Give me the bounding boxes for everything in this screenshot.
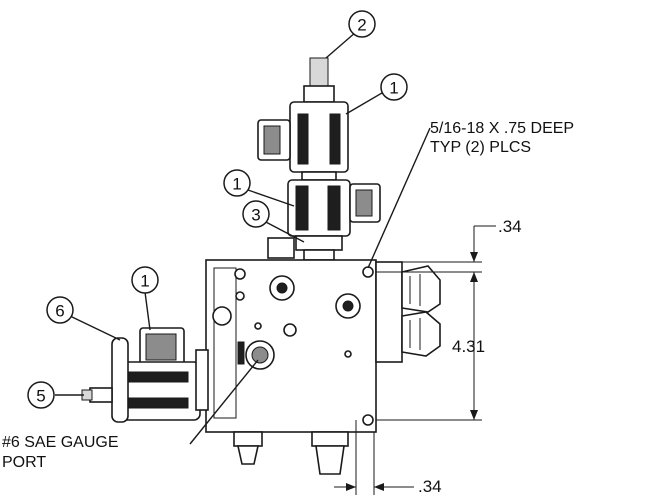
- dim-top-offset: .34: [498, 217, 522, 236]
- bottom-fitting-left-tip: [237, 445, 259, 465]
- dim-height-arrow-bottom: [470, 410, 478, 420]
- right-fitting-lower: [401, 311, 441, 357]
- callout-6: 6: [46, 296, 74, 324]
- left-solenoid-connector-inner: [145, 333, 177, 361]
- cartridge-hex: [295, 235, 343, 251]
- left-solenoid: [81, 327, 209, 423]
- left-solenoid-end-cap: [111, 337, 129, 423]
- manifold-block: [205, 259, 377, 475]
- leader-1-top: [345, 92, 383, 115]
- port-left-small: [235, 291, 245, 301]
- dimension-lines: [334, 225, 496, 495]
- right-side-fittings: [375, 261, 441, 363]
- callout-2: 2: [348, 10, 376, 38]
- callout-5: 5: [27, 381, 55, 409]
- manifold-left-face: [213, 267, 237, 419]
- mounting-hole-top: [362, 266, 374, 278]
- valve-spacer: [301, 171, 337, 181]
- callout-1-left-label: 1: [140, 272, 149, 291]
- lower-coil-band: [295, 185, 309, 231]
- lower-coil-connector-detail: [355, 189, 373, 217]
- dim-height: 4.31: [452, 337, 485, 356]
- leader-6: [69, 315, 121, 341]
- upper-coil-band: [297, 113, 309, 165]
- mounting-hole-bottom: [362, 414, 374, 426]
- cartridge-hex-left: [267, 237, 295, 259]
- top-valve-stack: [257, 57, 381, 261]
- dim-bottom-offset: .34: [418, 477, 442, 496]
- bottom-fitting-right-tip: [315, 445, 345, 475]
- leader-thread-note: [367, 127, 431, 269]
- left-solenoid-adapter: [195, 349, 209, 411]
- left-solenoid-band-1: [127, 371, 189, 383]
- port-right-small: [344, 350, 352, 358]
- gauge-note-line2: PORT: [2, 454, 46, 471]
- left-solenoid-band-2: [127, 397, 189, 409]
- callout-1-top-label: 1: [389, 79, 398, 98]
- callout-3-label: 3: [251, 206, 260, 225]
- callout-1-mid: 1: [223, 169, 251, 197]
- upper-coil-band-2: [329, 113, 341, 165]
- port-mid-small: [254, 322, 262, 330]
- upper-coil-connector-detail: [263, 125, 281, 155]
- port-top-left: [234, 268, 246, 280]
- cartridge-neck: [303, 249, 335, 261]
- gauge-note-line1: #6 SAE GAUGE: [2, 434, 119, 451]
- callout-1-mid-label: 1: [232, 175, 241, 194]
- thread-note-line1: 5/16-18 X .75 DEEP: [430, 120, 574, 137]
- right-fitting-base: [375, 261, 403, 363]
- leader-1-left: [144, 291, 151, 331]
- valve-stem-nut: [303, 85, 335, 103]
- leader-lines: [55, 31, 431, 445]
- gauge-port-inner: [251, 346, 269, 364]
- leader-2: [325, 31, 357, 59]
- port-mid: [283, 323, 297, 337]
- dim-height-arrow-top: [470, 272, 478, 282]
- callout-3: 3: [242, 200, 270, 228]
- leader-gauge-port: [189, 359, 259, 445]
- leader-3: [261, 219, 305, 243]
- callout-5-label: 5: [36, 387, 45, 406]
- bottom-fitting-left: [233, 431, 263, 447]
- left-solenoid-stem: [89, 387, 113, 403]
- dim-bottom-arrow-left: [346, 483, 356, 491]
- port-top-center-inner: [276, 282, 288, 294]
- left-solenoid-body: [117, 361, 201, 421]
- lower-coil-band-2: [327, 185, 341, 231]
- gauge-port-label-stamp: [237, 341, 245, 365]
- callout-2-label: 2: [357, 16, 366, 35]
- callout-6-label: 6: [55, 302, 64, 321]
- right-fitting-upper: [401, 265, 441, 313]
- port-right-inner: [342, 300, 354, 312]
- bottom-fitting-right: [311, 431, 349, 447]
- callout-1-top: 1: [380, 73, 408, 101]
- valve-stem-tip: [309, 57, 329, 87]
- port-mid-left: [212, 306, 232, 326]
- leader-1-mid: [247, 189, 295, 207]
- thread-note-line2: TYP (2) PLCS: [430, 139, 531, 156]
- dim-bottom-arrow-right: [374, 483, 384, 491]
- callout-1-left: 1: [131, 266, 159, 294]
- dim-top-arrowhead: [470, 252, 478, 262]
